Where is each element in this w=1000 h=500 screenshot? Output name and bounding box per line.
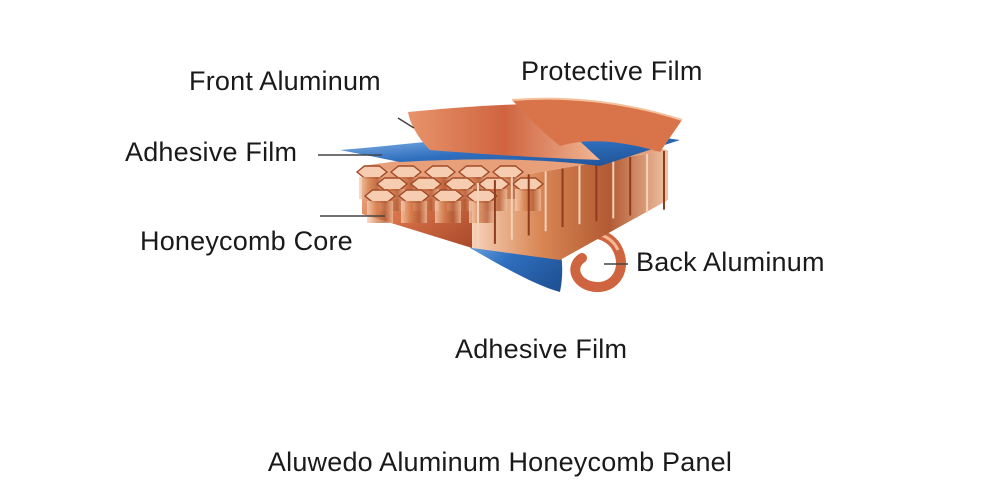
honeycomb-cell [389, 165, 423, 179]
honeycomb-cell [409, 177, 443, 191]
honeycomb-cell [397, 189, 431, 203]
honeycomb-cell-wall [367, 201, 393, 223]
honeycomb-cell [491, 165, 525, 179]
honeycomb-cell [363, 189, 397, 203]
honeycomb-cells [355, 165, 545, 223]
label-honeycomb-core: Honeycomb Core [140, 226, 353, 256]
honeycomb-cell-wall [469, 201, 495, 223]
label-adhesive-film-top: Adhesive Film [125, 137, 298, 167]
honeycomb-ribs [477, 151, 665, 248]
honeycomb-cell [465, 189, 499, 203]
honeycomb-cell [423, 165, 457, 179]
label-front-aluminum: Front Aluminum [189, 66, 381, 96]
label-protective-film: Protective Film [521, 56, 703, 86]
label-adhesive-film-bottom: Adhesive Film [455, 334, 628, 364]
honeycomb-cell [457, 165, 491, 179]
honeycomb-cell-wall [435, 201, 461, 223]
honeycomb-cell [443, 177, 477, 191]
protective-film-sheet [511, 97, 683, 152]
label-back-aluminum: Back Aluminum [636, 247, 825, 277]
honeycomb-cell [355, 165, 389, 179]
honeycomb-cell [431, 189, 465, 203]
leader-front-aluminum [397, 117, 415, 129]
honeycomb-cell-wall [401, 201, 427, 223]
leader-lines [318, 117, 628, 265]
diagram-caption: Aluwedo Aluminum Honeycomb Panel [267, 447, 733, 477]
honeycomb-cell [375, 177, 409, 191]
